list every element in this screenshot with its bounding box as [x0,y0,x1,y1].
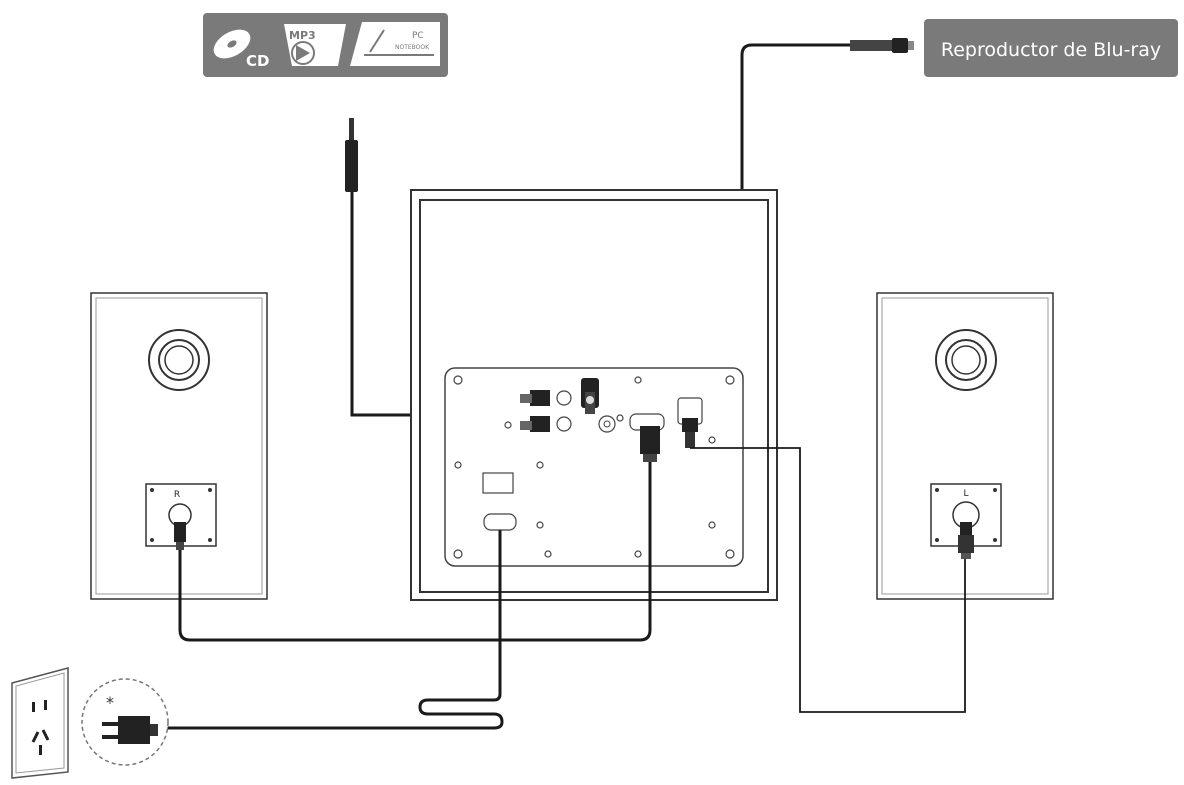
notebook-label: NOTEBOOK [395,44,430,51]
speaker-output-port [629,413,665,462]
speaker-cable-l [690,447,966,713]
plug-note-mark: * [106,693,114,712]
speaker-cable-r [178,462,652,642]
speaker-right: R [90,292,268,600]
mp3-player-icon [284,24,346,66]
bluray-label: Reproductor de Blu-ray [941,39,1161,61]
power-cord-outlet [483,513,517,531]
cd-label: CD [246,52,269,70]
wall-outlet-icon [11,667,69,779]
cables [150,447,966,730]
notebook-icon [350,22,440,66]
panel-label-plate [482,472,514,494]
panel-screws [453,375,735,559]
rca-input-jacks [520,390,572,432]
power-input-port [677,397,703,448]
speaker-left-label: L [963,489,968,499]
cd-disc-icon [213,29,251,59]
power-cord [150,530,504,730]
pc-label: PC [412,31,424,41]
optical-input-port [581,378,616,433]
mp3-label: MP3 [289,29,316,42]
subwoofer-back-panel [444,367,744,567]
speaker-left: L [876,292,1054,600]
audio-sources-badge: CD MP3 PC NOTEBOOK [203,13,448,77]
plug-icon [118,716,150,744]
speaker-right-label: R [174,490,180,500]
power-plug: * [81,678,169,766]
bluray-label-box: Reproductor de Blu-ray [924,19,1178,77]
